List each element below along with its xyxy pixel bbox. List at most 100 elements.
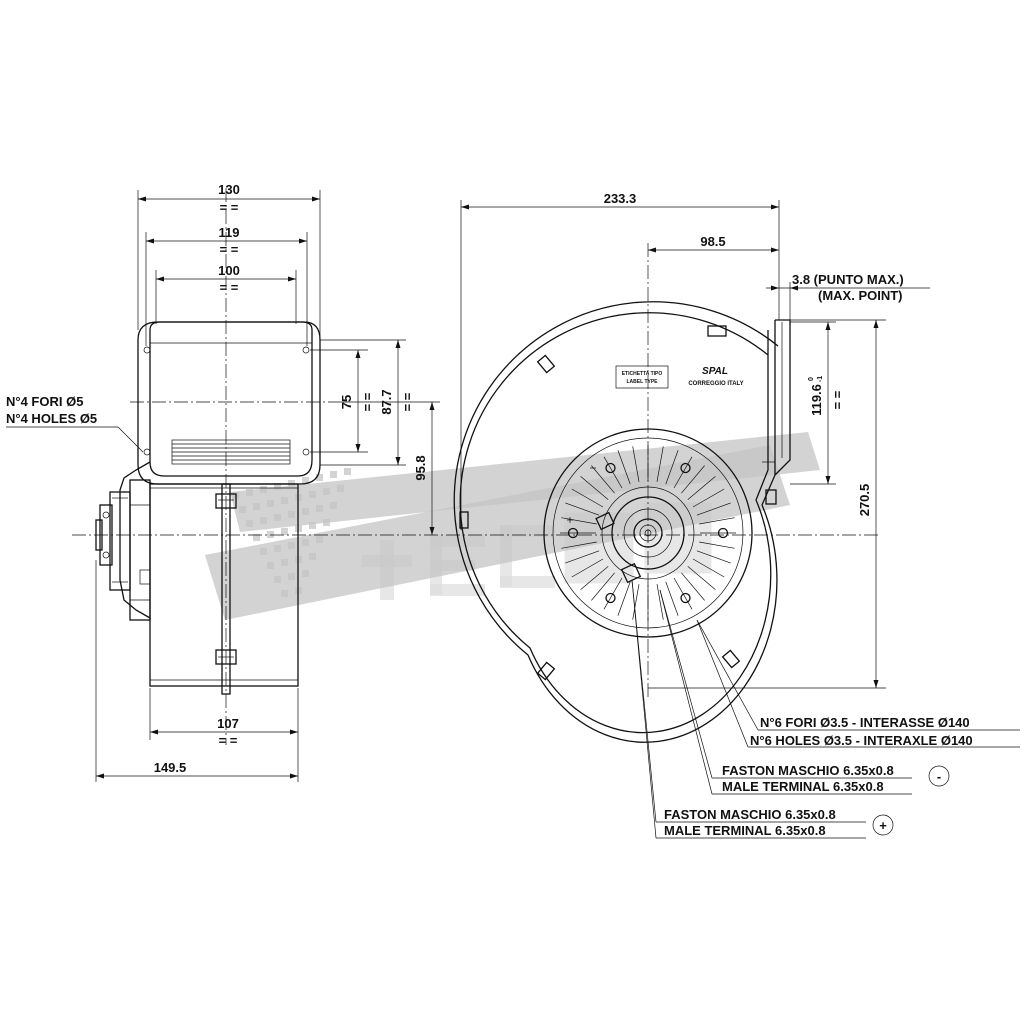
screw-hole [680, 462, 691, 474]
impeller-fin [571, 558, 604, 578]
impeller-fin [561, 517, 597, 525]
six-holes-note-english: N°6 HOLES Ø3.5 - INTERAXLE Ø140 [750, 733, 973, 748]
watermark-dot [302, 570, 309, 577]
dimension-107: 107 [217, 716, 239, 731]
dimension-95-8: 95.8 [413, 455, 428, 480]
watermark-dot [316, 474, 323, 481]
impeller-fin [591, 572, 615, 601]
tolerance-upper: 0 [808, 377, 815, 381]
watermark-dot [316, 536, 323, 543]
watermark-dot [288, 511, 295, 518]
impeller-fin [687, 476, 716, 500]
watermark-dot [302, 477, 309, 484]
dimension-119-6: 119.6 [809, 384, 824, 416]
watermark-dot [302, 539, 309, 546]
watermark-dot [337, 485, 344, 492]
label-box: ETICHETTA TIPO LABEL TYPE SPAL CORREGGIO… [615, 365, 744, 389]
outlet-grille [171, 439, 291, 465]
label-type-english: LABEL TYPE [626, 379, 658, 385]
motor-body [95, 461, 151, 621]
watermark-dot [281, 590, 288, 597]
watermark-dot [274, 545, 281, 552]
watermark-dot [253, 503, 260, 510]
impeller-fin [692, 558, 725, 578]
impeller-fin [665, 581, 679, 616]
outlet-flange [707, 325, 777, 505]
impeller-fin [632, 446, 640, 482]
minus-sign: - [937, 769, 941, 784]
holes-note-italian: N°4 FORI Ø5 [6, 394, 83, 409]
callout-notes: N°6 FORI Ø3.5 - INTERASSE Ø140 N°6 HOLES… [631, 579, 1020, 839]
watermark-dot [260, 517, 267, 524]
dimension-119: 119 [219, 225, 240, 240]
dimension-130: 130 [218, 182, 240, 197]
side-view [95, 321, 321, 695]
impeller-fin [687, 566, 716, 590]
watermark-dot [260, 548, 267, 555]
screw-hole [717, 527, 729, 539]
watermark-dot [281, 559, 288, 566]
symmetry-mark: = = [219, 733, 238, 748]
impeller-fin [561, 541, 597, 549]
screw-hole-icon [567, 462, 729, 604]
impeller-fin [699, 541, 735, 549]
dimension-149-5: 149.5 [154, 760, 187, 775]
impeller-fin [565, 550, 600, 564]
housing-tabs [459, 354, 741, 681]
impeller-fin [617, 581, 631, 616]
faston-positive-english: MALE TERMINAL 6.35x0.8 [664, 823, 826, 838]
minus-terminal-icon: - [928, 765, 950, 787]
faston-positive-italian: FASTON MASCHIO 6.35x0.8 [664, 807, 836, 822]
impeller-fin [696, 502, 731, 516]
watermark-dot [330, 502, 337, 509]
impeller-fin [565, 502, 600, 516]
front-view-dimensions: 233.3 98.5 3.8 (PUNTO MAX.) (MAX. POINT)… [460, 191, 930, 689]
watermark-dot [274, 483, 281, 490]
impeller-fin [580, 566, 609, 590]
max-point-note-english: (MAX. POINT) [818, 288, 903, 303]
watermark-dot [316, 505, 323, 512]
impeller-fin [571, 488, 604, 508]
impeller-fin [681, 465, 705, 494]
watermark [205, 432, 820, 620]
watermark-dot [344, 468, 351, 475]
impeller-fin [580, 476, 609, 500]
watermark-dot [246, 489, 253, 496]
watermark-dot [260, 486, 267, 493]
watermark-dot [281, 528, 288, 535]
impeller-fin [617, 450, 631, 485]
impeller-fin [681, 572, 705, 601]
watermark-dot [302, 508, 309, 515]
impeller-fin [696, 550, 731, 564]
screw-hole [567, 527, 579, 539]
impeller-fin [665, 450, 679, 485]
watermark-dot [274, 514, 281, 521]
impeller-fin [656, 446, 664, 482]
watermark-dot [239, 506, 246, 513]
brand-logo: SPAL [702, 366, 728, 377]
polarity-plus-icon [567, 517, 573, 523]
watermark-dot [246, 520, 253, 527]
dimension-270-5: 270.5 [857, 484, 872, 517]
watermark-dot [253, 534, 260, 541]
faston-negative-english: MALE TERMINAL 6.35x0.8 [722, 779, 884, 794]
watermark-dot [281, 497, 288, 504]
watermark-dot [274, 576, 281, 583]
six-holes-note-italian: N°6 FORI Ø3.5 - INTERASSE Ø140 [760, 715, 970, 730]
watermark-dot [309, 491, 316, 498]
impeller-fin [699, 517, 735, 525]
impeller [543, 428, 753, 638]
holes-note-english: N°4 HOLES Ø5 [6, 411, 97, 426]
symmetry-mark: = = [220, 200, 239, 215]
screw-hole [605, 462, 616, 474]
impeller-fin [591, 465, 615, 494]
max-point-note-italian: 3.8 (PUNTO MAX.) [792, 272, 904, 287]
side-view-dimensions: 130 = = 119 = = 100 = = 75 = = 87.7 = = [6, 182, 440, 782]
dimension-98-5: 98.5 [700, 234, 725, 249]
watermark-dot [288, 542, 295, 549]
watermark-dot [309, 522, 316, 529]
impeller-fin [632, 584, 640, 620]
watermark-dot [288, 573, 295, 580]
impeller-fin [656, 584, 664, 620]
